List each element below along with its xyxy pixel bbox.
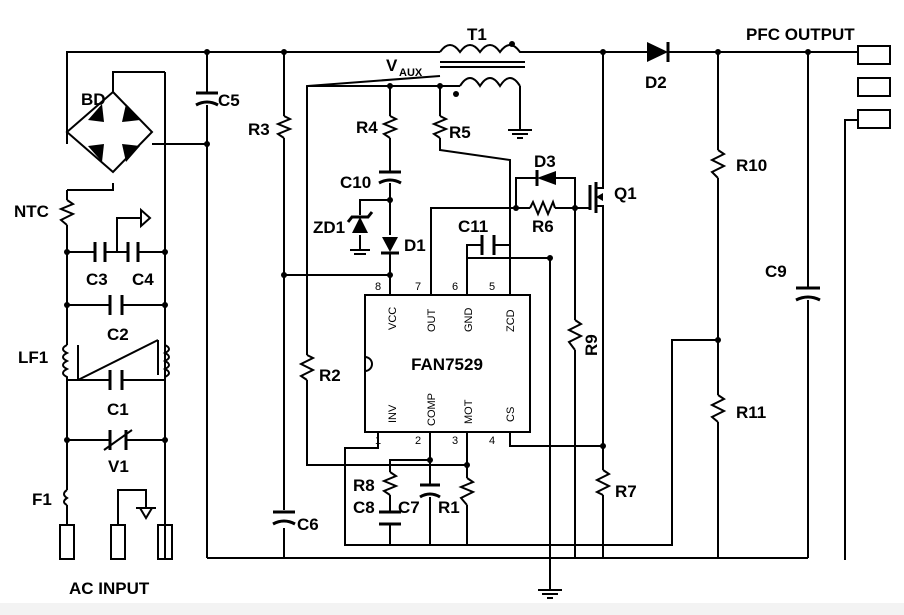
label-c4: C4 (132, 270, 154, 289)
resistor-r9 (566, 319, 584, 351)
label-t1: T1 (467, 25, 487, 44)
label-r8: R8 (353, 476, 375, 495)
label-zd1: ZD1 (313, 218, 345, 237)
label-c3: C3 (86, 270, 108, 289)
pin-num-8: 8 (375, 281, 381, 293)
pin-num-1: 1 (375, 435, 381, 447)
resistors (58, 115, 727, 506)
label-c2: C2 (107, 325, 129, 344)
label-c10: C10 (340, 173, 371, 192)
fuse-f1 (63, 489, 69, 506)
ic-name: FAN7529 (411, 355, 483, 374)
label-r6: R6 (532, 217, 554, 236)
pin-name-zcd: ZCD (505, 309, 517, 332)
label-r9: R9 (582, 334, 601, 356)
label-vaux-sub: AUX (399, 67, 423, 79)
label-r11: R11 (736, 403, 766, 422)
pfc-output-label: PFC OUTPUT (746, 25, 855, 44)
pin-name-out: OUT (426, 309, 438, 333)
label-vaux: V (386, 56, 398, 75)
diode-d3 (537, 171, 556, 185)
label-r2: R2 (319, 366, 341, 385)
label-c8: C8 (353, 498, 375, 517)
label-c5: C5 (218, 91, 240, 110)
label-c1: C1 (107, 400, 129, 419)
pin-name-vcc: VCC (387, 307, 399, 330)
label-ntc: NTC (14, 202, 49, 221)
label-r1: R1 (438, 498, 460, 517)
resistor-r3 (275, 115, 293, 139)
label-d3: D3 (534, 152, 556, 171)
resistor-r5 (431, 115, 449, 139)
resistor-r1 (458, 477, 476, 506)
bottom-strip (0, 603, 904, 615)
resistor-r11 (709, 394, 727, 423)
capacitor-c5 (195, 91, 219, 107)
junction-dots (64, 49, 811, 468)
resistor-r10 (709, 149, 727, 179)
resistor-r2 (298, 354, 316, 381)
ground-c3-c4 (140, 207, 152, 229)
label-r7: R7 (615, 482, 637, 501)
pin-name-inv: INV (387, 404, 399, 423)
label-ac-input: AC INPUT (69, 579, 150, 598)
diodes (346, 42, 670, 255)
pin-num-7: 7 (415, 281, 421, 293)
label-bd: BD (81, 90, 106, 109)
bridge-rectifier (65, 90, 154, 174)
filter-lf1 (62, 339, 170, 381)
transformer-t1 (439, 41, 525, 97)
label-d2: D2 (645, 73, 667, 92)
label-d1: D1 (404, 236, 426, 255)
resistor-r8 (381, 471, 399, 496)
resistor-r7 (594, 469, 612, 496)
thermistor-ntc (58, 199, 76, 226)
diode-d2 (647, 42, 668, 62)
pin-num-3: 3 (452, 435, 458, 447)
pin-name-mot: MOT (463, 399, 475, 424)
label-c7: C7 (398, 498, 420, 517)
label-r5: R5 (449, 123, 471, 142)
resistor-r4 (381, 115, 399, 139)
label-r4: R4 (356, 118, 378, 137)
capacitor-c10-b (378, 178, 402, 185)
label-c6: C6 (297, 515, 319, 534)
pin-num-4: 4 (489, 435, 495, 447)
ic-pins: 8 7 6 5 VCC OUT GND ZCD 1 2 3 4 INV COMP… (375, 281, 517, 447)
label-r3: R3 (248, 120, 270, 139)
pin-num-5: 5 (489, 281, 495, 293)
label-r10: R10 (736, 156, 767, 175)
label-c9: C9 (765, 262, 787, 281)
pin-num-6: 6 (452, 281, 458, 293)
output-terminals (857, 45, 891, 129)
zener-zd1 (352, 217, 368, 233)
label-q1: Q1 (614, 184, 637, 203)
component-labels: PFC OUTPUT T1 V AUX BD C5 R3 R4 R5 D3 Q1… (14, 25, 855, 598)
pin-name-gnd: GND (463, 308, 475, 333)
label-f1: F1 (32, 490, 52, 509)
mosfet-q1 (588, 182, 604, 213)
label-lf1: LF1 (18, 348, 48, 367)
pin-name-cs: CS (505, 407, 517, 422)
capacitors (93, 170, 821, 526)
varistor-v1 (103, 429, 133, 451)
ac-terminals (59, 524, 173, 560)
label-c11: C11 (458, 217, 488, 236)
resistor-r6 (529, 199, 556, 217)
label-v1: V1 (108, 457, 129, 476)
diode-d1 (382, 237, 398, 252)
ic-fan7529: FAN7529 (364, 280, 531, 433)
pin-name-comp: COMP (426, 393, 438, 426)
pin-num-2: 2 (415, 435, 421, 447)
